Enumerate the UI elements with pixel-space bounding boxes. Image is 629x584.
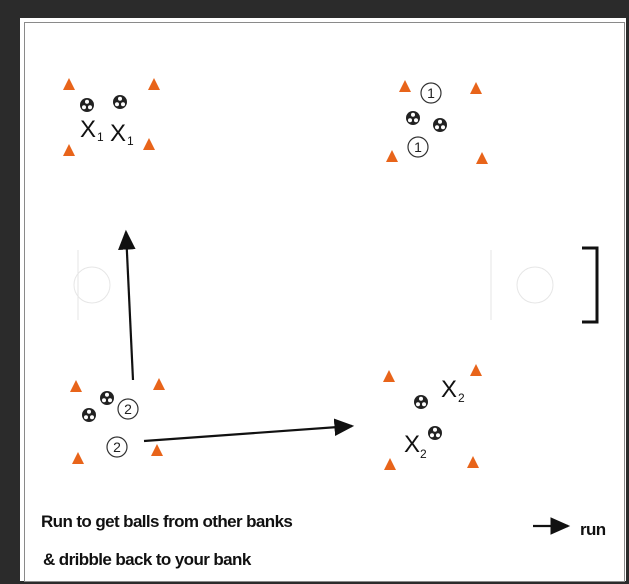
cone (399, 80, 411, 92)
cone (143, 138, 155, 150)
ball-icon (80, 98, 94, 112)
circled-number: 1 (427, 85, 435, 101)
cone (70, 380, 82, 392)
cone (72, 452, 84, 464)
run-arrow-right (143, 418, 355, 443)
ball-icon (414, 395, 428, 409)
cone (470, 82, 482, 94)
legend-run-label: run (580, 520, 606, 539)
cones (63, 78, 488, 470)
player-x: X (80, 116, 96, 143)
cone (467, 456, 479, 468)
ball-icon (433, 118, 447, 132)
circle-marker (420, 82, 442, 104)
circled-number: 1 (414, 139, 422, 155)
player-subscript: 2 (420, 447, 427, 461)
caption-line-2: & dribble back to your bank (43, 550, 251, 569)
ball-icon (428, 426, 442, 440)
run-arrows (118, 229, 571, 535)
player-x: X (110, 120, 126, 147)
circled-number: 2 (113, 439, 121, 455)
balls (80, 95, 447, 440)
players: X 1 X 1 X 2 X 2 (80, 116, 465, 461)
cone (63, 144, 75, 156)
ball-icon (100, 391, 114, 405)
cone (153, 378, 165, 390)
circled-markers (106, 82, 442, 458)
circle-marker (117, 398, 139, 420)
run-arrow-up (118, 229, 136, 381)
cone (148, 78, 160, 90)
player-x: X (441, 376, 457, 403)
cone (470, 364, 482, 376)
player-subscript: 2 (458, 391, 465, 405)
field-lines (73, 250, 554, 320)
cone (476, 152, 488, 164)
circle-marker (407, 136, 429, 158)
circled-number: 2 (124, 401, 132, 417)
cone (151, 444, 163, 456)
ball-icon (82, 408, 96, 422)
diagram-border (24, 22, 625, 582)
caption-line-1: Run to get balls from other banks (41, 512, 293, 531)
circle-marker (106, 436, 128, 458)
ball-icon (113, 95, 127, 109)
cone (383, 370, 395, 382)
player-subscript: 1 (127, 134, 134, 148)
cone (384, 458, 396, 470)
cone (386, 150, 398, 162)
player-subscript: 1 (97, 130, 104, 144)
player-x: X (404, 431, 420, 458)
ball-icon (406, 111, 420, 125)
bracket-icon (582, 246, 599, 324)
cone (63, 78, 75, 90)
